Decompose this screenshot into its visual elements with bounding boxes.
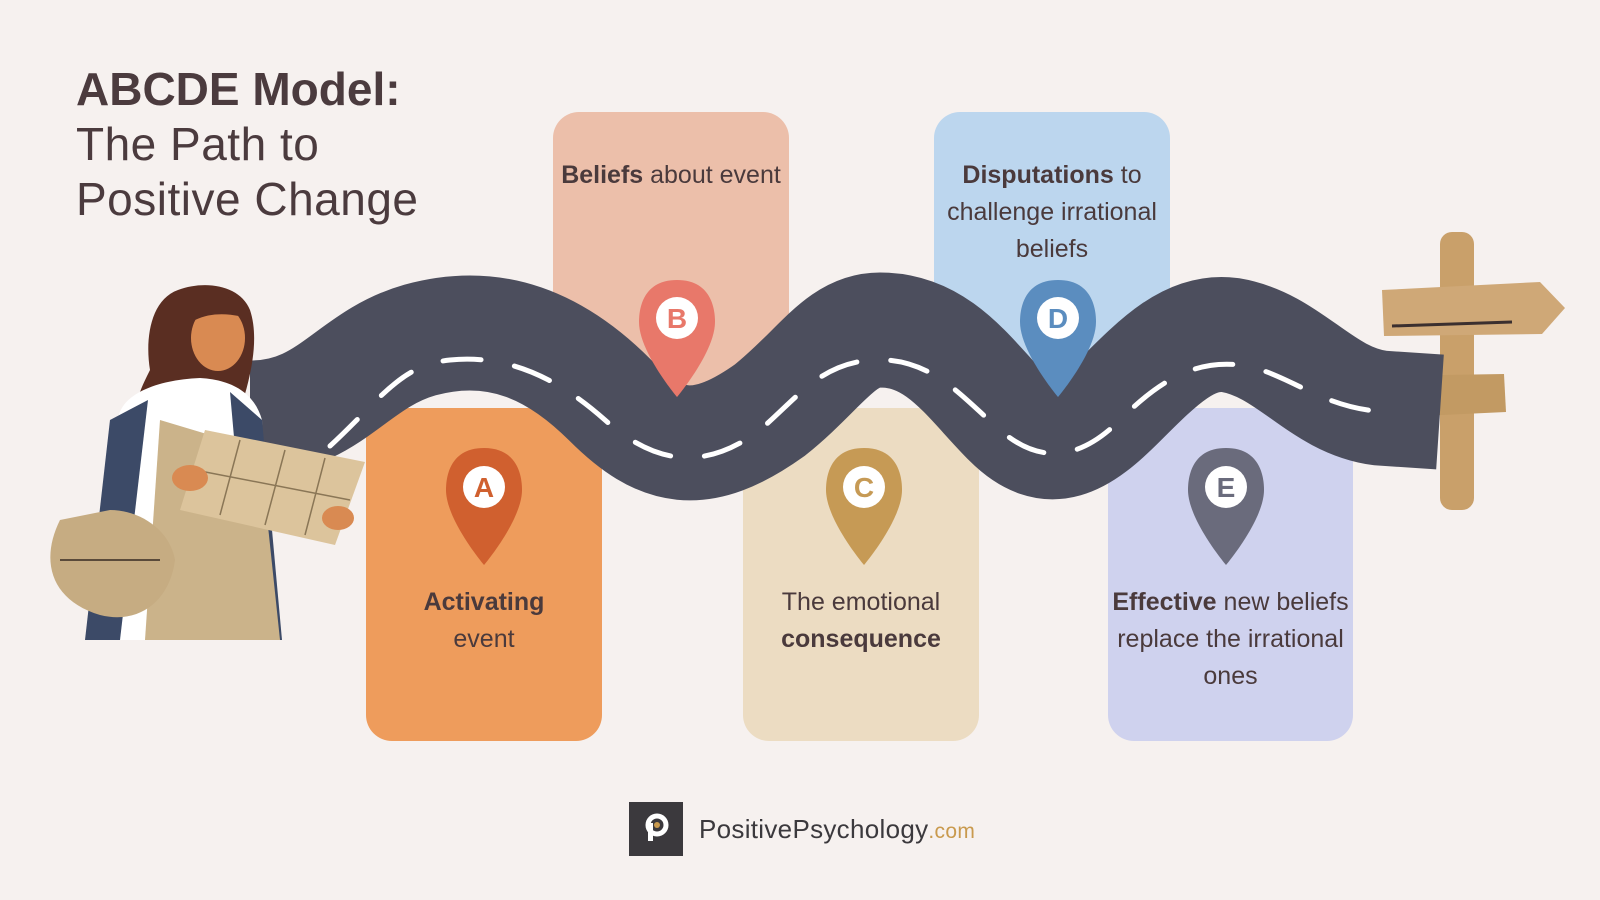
pin-d-letter: D [1048, 303, 1068, 334]
brand-name: PositivePsychology.com [699, 814, 975, 845]
winding-road [250, 330, 1440, 458]
footer-brand: PositivePsychology.com [629, 802, 975, 856]
positivepsychology-logo-icon [629, 802, 683, 856]
logo-glyph [636, 809, 676, 849]
pin-e-icon: E [1188, 448, 1264, 565]
pin-e-letter: E [1217, 472, 1236, 503]
brand-main: PositivePsychology [699, 814, 928, 844]
pin-a-letter: A [474, 472, 494, 503]
brand-suffix: .com [928, 820, 975, 843]
pin-b-letter: B [667, 303, 687, 334]
pin-c-icon: C [826, 448, 902, 565]
pin-a-icon: A [446, 448, 522, 565]
pin-c-letter: C [854, 472, 874, 503]
